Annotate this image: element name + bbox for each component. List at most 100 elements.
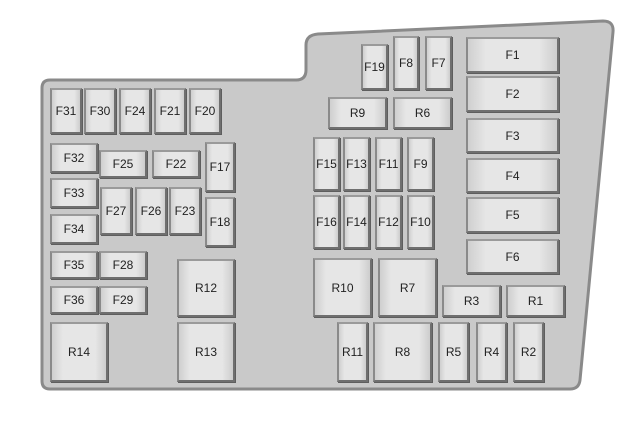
slot-label: F18 [209, 215, 231, 229]
slot-label: F7 [431, 56, 446, 70]
fuse-f35: F35 [50, 251, 98, 279]
fuse-f31: F31 [50, 88, 82, 134]
fuse-f27: F27 [100, 187, 132, 235]
slot-label: R11 [341, 345, 364, 359]
fuse-f5: F5 [466, 197, 559, 233]
slot-label: F1 [505, 48, 520, 62]
fuse-f29: F29 [99, 286, 147, 314]
slot-label: F6 [505, 249, 520, 264]
fuse-f13: F13 [343, 137, 370, 191]
fuse-f9: F9 [407, 137, 434, 191]
slot-label: F17 [209, 160, 231, 174]
fuse-f25: F25 [99, 150, 147, 178]
relay-r13: R13 [177, 322, 235, 382]
fuse-f32: F32 [50, 143, 98, 173]
fuse-f33: F33 [50, 178, 98, 208]
slot-label: F11 [378, 157, 399, 171]
fuse-f34: F34 [50, 214, 98, 244]
fuse-f12: F12 [375, 195, 402, 249]
slot-label: R14 [67, 345, 90, 359]
slot-label: F25 [112, 157, 134, 171]
relay-r3: R3 [442, 285, 501, 317]
relay-r2: R2 [513, 322, 544, 382]
slot-label: F31 [55, 104, 77, 118]
slot-label: F35 [63, 258, 85, 272]
relay-r14: R14 [50, 322, 108, 382]
relay-r1: R1 [506, 285, 565, 317]
relay-r12: R12 [177, 259, 235, 317]
slot-label: F4 [505, 168, 520, 183]
slot-label: F29 [112, 293, 134, 307]
relay-r11: R11 [337, 322, 368, 382]
relay-r10: R10 [313, 258, 372, 317]
slot-label: R1 [527, 294, 544, 308]
fuse-f30: F30 [84, 88, 116, 134]
slot-label: F34 [63, 222, 85, 236]
slot-label: F3 [505, 128, 520, 143]
fuse-f7: F7 [425, 36, 452, 90]
fuse-f11: F11 [375, 137, 402, 191]
fuse-f28: F28 [99, 251, 147, 279]
slot-label: F32 [63, 151, 85, 165]
fuse-f19: F19 [361, 44, 388, 90]
slot-label: F10 [410, 215, 431, 229]
slot-label: F28 [112, 258, 134, 272]
fuse-f2: F2 [466, 76, 559, 112]
slot-label: F20 [194, 104, 216, 118]
slot-label: F14 [346, 215, 367, 229]
fuse-f17: F17 [205, 142, 235, 192]
slot-label: F5 [505, 208, 520, 222]
relay-r4: R4 [476, 322, 507, 382]
slot-label: F12 [378, 215, 399, 229]
slot-label: R4 [483, 345, 500, 359]
fuse-f3: F3 [466, 118, 559, 153]
slot-label: R10 [331, 280, 354, 295]
fuse-f18: F18 [205, 197, 235, 247]
relay-r7: R7 [378, 258, 437, 317]
slot-label: F22 [165, 157, 187, 171]
fuse-f1: F1 [466, 37, 559, 73]
slot-label: F16 [316, 215, 337, 229]
fuse-f15: F15 [313, 137, 340, 191]
slot-label: F36 [63, 293, 85, 307]
relay-r8: R8 [373, 322, 432, 382]
slot-label: F27 [105, 204, 127, 218]
fuse-f10: F10 [407, 195, 434, 249]
fuse-f22: F22 [152, 150, 200, 178]
relay-r9: R9 [328, 97, 387, 129]
slot-label: R9 [349, 106, 366, 120]
slot-label: F26 [140, 204, 162, 218]
relay-r6: R6 [393, 97, 452, 129]
slot-label: F30 [89, 104, 111, 118]
fuse-f20: F20 [189, 88, 221, 134]
fuse-f23: F23 [169, 187, 201, 235]
slot-label: R7 [399, 280, 416, 295]
slot-label: R6 [414, 106, 431, 120]
fuse-f8: F8 [393, 36, 419, 90]
fuse-f4: F4 [466, 158, 559, 193]
slot-label: F23 [174, 204, 196, 218]
fuse-f21: F21 [154, 88, 186, 134]
slot-label: F2 [505, 87, 520, 101]
slot-label: F33 [63, 186, 85, 200]
slot-label: R8 [394, 345, 411, 359]
slot-label: R12 [194, 281, 217, 295]
slot-label: F9 [413, 157, 428, 171]
fuse-f24: F24 [119, 88, 151, 134]
slot-label: F24 [124, 104, 146, 118]
slot-label: F21 [159, 104, 181, 118]
slot-label: F8 [398, 56, 413, 70]
slot-label: R3 [463, 294, 480, 308]
slot-label: F19 [364, 60, 385, 74]
fuse-f14: F14 [343, 195, 370, 249]
fuse-f26: F26 [135, 187, 167, 235]
slot-label: F15 [316, 157, 337, 171]
slot-label: R2 [520, 345, 537, 359]
fuse-f16: F16 [313, 195, 340, 249]
fuse-f36: F36 [50, 286, 98, 314]
fuse-f6: F6 [466, 239, 559, 274]
slot-label: R5 [445, 345, 462, 359]
slot-label: R13 [194, 345, 217, 359]
relay-r5: R5 [438, 322, 469, 382]
slot-label: F13 [346, 157, 367, 171]
